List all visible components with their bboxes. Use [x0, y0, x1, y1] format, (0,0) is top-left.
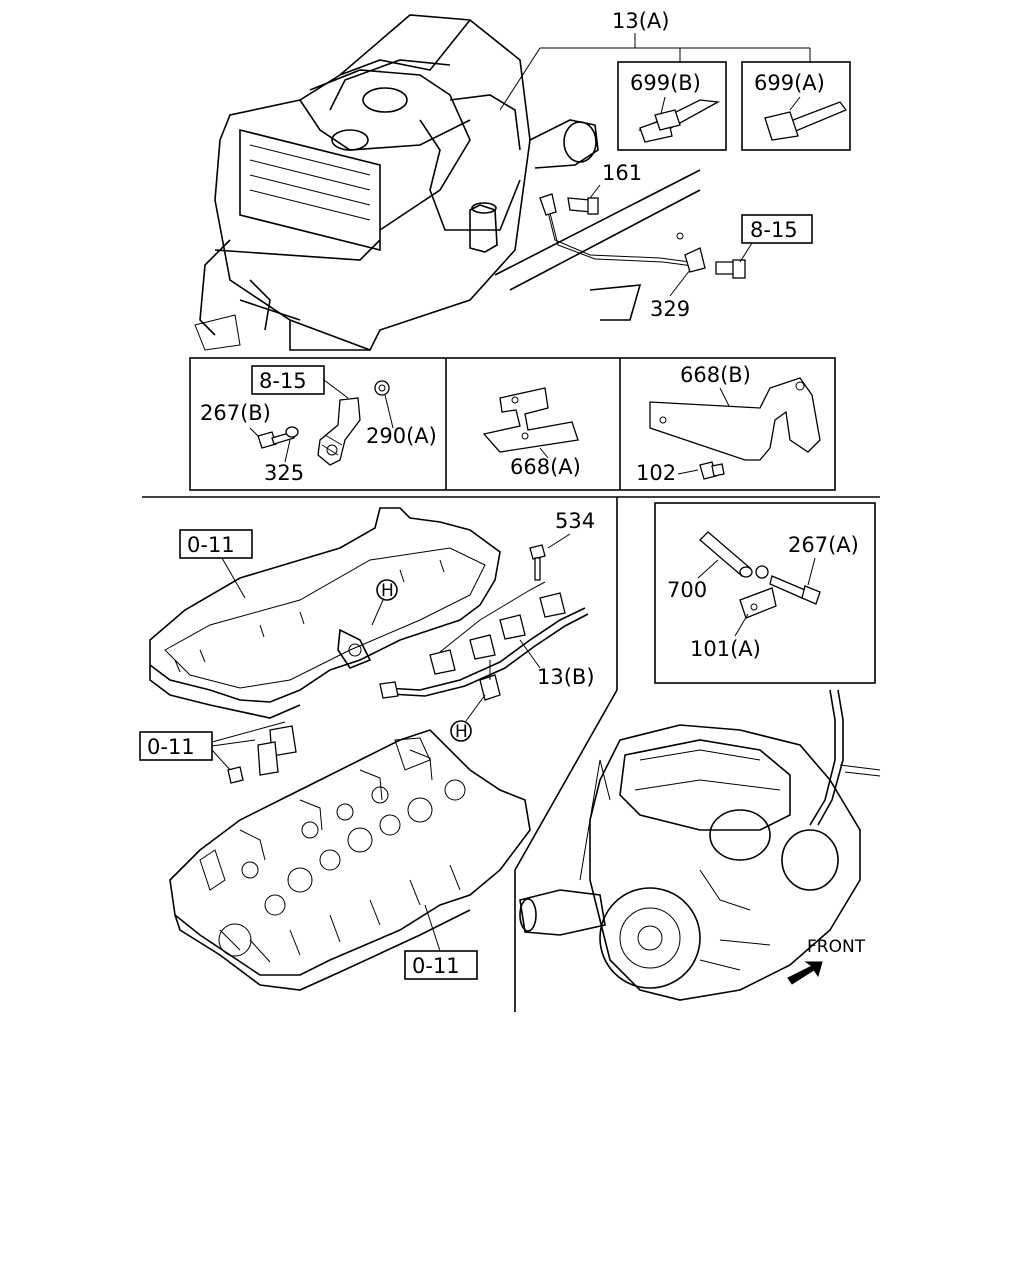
- bolt-267a-label: 267(A): [788, 533, 859, 557]
- cable-329-label: 329: [650, 297, 690, 321]
- ref-0-11-left-label: 0-11: [147, 735, 195, 759]
- bracket-panels: 8-15 267(B) 290(A) 325 668(A) 668(B) 102: [189, 357, 836, 491]
- harness-13b-label: 13(B): [537, 665, 595, 689]
- harness-13a-label: 13(A): [612, 9, 669, 33]
- bracket-668a-label: 668(A): [510, 455, 581, 479]
- ref-8-15-top-label: 8-15: [750, 218, 798, 242]
- bracket-668b-label: 668(B): [680, 363, 751, 387]
- ref-8-15-box-label: 8-15: [259, 369, 307, 393]
- ref-0-11-cover-label: 0-11: [187, 533, 235, 557]
- clip-699a-box: 699(A): [741, 61, 851, 151]
- engine-top-illustration: [194, 14, 746, 352]
- clip-699b-label: 699(B): [630, 71, 701, 95]
- nut-290a-label: 290(A): [366, 424, 437, 448]
- marker-h-bottom-label: H: [455, 722, 468, 742]
- bracket-101a-label: 101(A): [690, 637, 761, 661]
- bolt-161-label: 161: [602, 161, 642, 185]
- bolt-102-label: 102: [636, 461, 676, 485]
- cylinder-head-cover: 0-11 H: [149, 507, 501, 719]
- bolt-534-label: 534: [555, 509, 595, 533]
- marker-h-top-label: H: [381, 581, 394, 601]
- spacer-bracket-box: 267(A) 700 101(A): [654, 502, 876, 684]
- ground-cable-callouts: 161 8-15 329: [589, 161, 813, 321]
- clip-699a-label: 699(A): [754, 71, 825, 95]
- spacer-700-label: 700: [667, 578, 707, 602]
- harness-13a-callout: 13(A): [499, 9, 811, 111]
- washer-325-label: 325: [264, 461, 304, 485]
- clip-699b-box: 699(B): [617, 61, 727, 151]
- harness-13b: 534 13(B) H: [379, 509, 595, 742]
- front-arrow-icon: [787, 961, 823, 985]
- column-divider-diagonal: [514, 689, 618, 871]
- bolt-267b-label: 267(B): [200, 401, 271, 425]
- ref-0-11-head-label: 0-11: [412, 954, 460, 978]
- front-label: FRONT: [807, 937, 866, 957]
- engine-overview: FRONT: [519, 689, 881, 1001]
- cylinder-head: 0-11 0-11: [139, 721, 531, 991]
